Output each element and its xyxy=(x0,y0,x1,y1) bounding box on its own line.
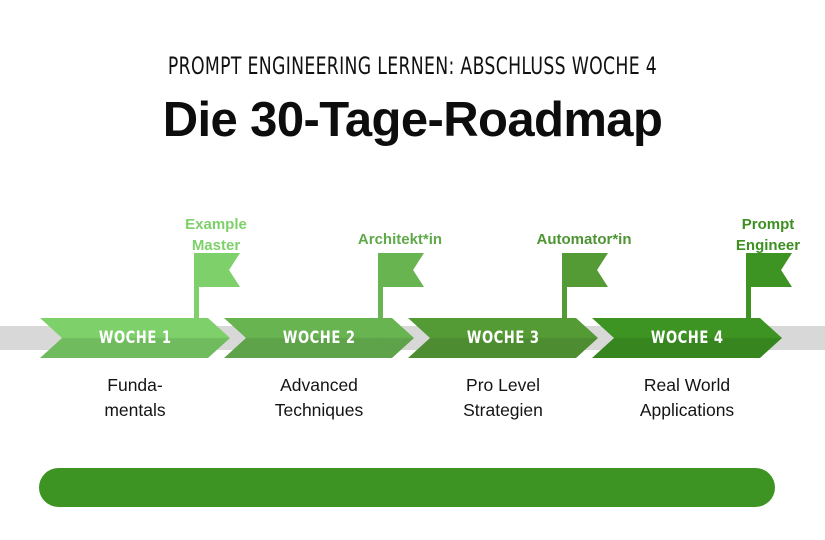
segment-label-1: WOCHE 1 xyxy=(98,328,172,348)
page-title: Die 30-Tage-Roadmap xyxy=(162,93,663,148)
header: Prompt Engineering lernen: Abschluss Woc… xyxy=(0,0,825,148)
segment-caption-line1-3: Pro Level xyxy=(466,375,540,395)
segment-caption-line2-1: mentals xyxy=(104,400,166,421)
segment-caption-line1-2: Advanced xyxy=(280,375,358,395)
timeline-segment-2[interactable]: WOCHE 2 xyxy=(224,318,414,358)
milestone-label-line1-3: Automator*in xyxy=(536,231,632,248)
flag-pole-2 xyxy=(378,253,383,325)
segment-caption-line1-1: Funda- xyxy=(107,375,163,395)
segment-caption-line2-4: Applications xyxy=(639,400,735,421)
segment-label-2: WOCHE 2 xyxy=(282,328,356,348)
flag-pennant-4 xyxy=(750,253,792,287)
flag-pennant-3 xyxy=(566,253,608,287)
segment-caption-line1-4: Real World xyxy=(643,375,731,395)
segment-caption-line2-3: Strategien xyxy=(463,400,543,421)
milestone-label-line1-4: Prompt xyxy=(741,216,795,233)
segment-caption-1: Funda-mentals xyxy=(50,373,220,424)
flag-pennant-2 xyxy=(382,253,424,287)
flag-pole-1 xyxy=(194,253,199,325)
kicker-text: Prompt Engineering lernen: Abschluss Woc… xyxy=(167,52,658,80)
milestone-label-line1-1: Example xyxy=(185,216,247,233)
milestone-flag-icon-1 xyxy=(194,253,240,325)
milestone-label-line2-1: Master xyxy=(191,236,241,254)
milestone-label-2: Architekt*in xyxy=(325,230,475,251)
milestone-label-line1-2: Architekt*in xyxy=(357,231,443,248)
segment-label-3: WOCHE 3 xyxy=(466,328,540,348)
flag-pole-4 xyxy=(746,253,751,325)
segment-caption-line2-2: Techniques xyxy=(274,400,364,421)
milestone-label-3: Automator*in xyxy=(509,230,659,251)
milestone-flag-icon-3 xyxy=(562,253,608,325)
milestone-label-line2-4: Engineer xyxy=(735,236,801,254)
footer-cta-bar[interactable] xyxy=(39,468,775,507)
flag-pennant-1 xyxy=(198,253,240,287)
segment-label-4: WOCHE 4 xyxy=(650,328,724,348)
flag-pole-3 xyxy=(562,253,567,325)
milestone-flag-icon-4 xyxy=(746,253,792,325)
milestone-flag-icon-2 xyxy=(378,253,424,325)
